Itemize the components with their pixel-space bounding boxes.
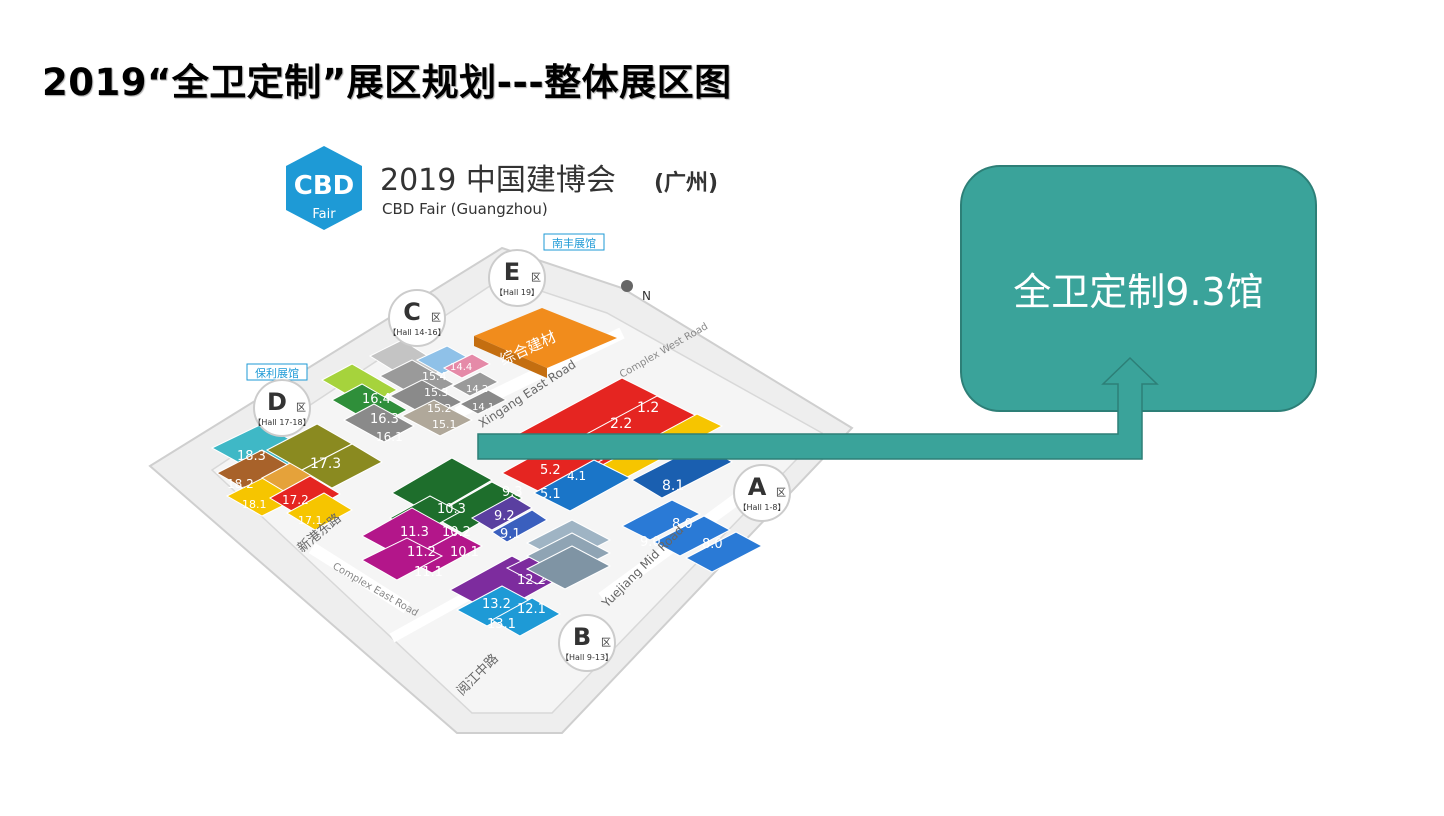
hall-label: 4.1: [567, 469, 586, 483]
hall-stack: [525, 545, 612, 590]
logo-sub: Fair: [312, 207, 336, 222]
hall-label: 11.3: [400, 525, 429, 540]
zone-qu: 区: [296, 402, 306, 414]
hall-label: 2.2: [610, 416, 632, 432]
hall-label: 9.0: [640, 535, 661, 550]
zone-letter: B: [573, 623, 591, 651]
hall-label: 17.2: [282, 493, 309, 507]
hall-label: 11.2: [407, 545, 436, 560]
zone-letter: A: [748, 473, 767, 501]
hall-label: 16.1: [376, 430, 403, 444]
hall-label: 12.1: [517, 602, 546, 617]
zone-halls: 【Hall 14-16】: [388, 328, 445, 337]
callout-text: 全卫定制9.3馆: [1013, 270, 1264, 314]
hall-label: 15.1: [432, 418, 457, 431]
hall-label: 18.2: [227, 477, 254, 491]
hall-label: 9.3: [502, 485, 523, 500]
callout-box: 全卫定制9.3馆: [960, 165, 1317, 412]
hall-label: 8.0: [702, 537, 723, 552]
venue-label-poly: 保利展馆: [255, 366, 299, 380]
slide-title: 2019“全卫定制”展区规划---整体展区图: [42, 61, 732, 104]
zone-qu: 区: [601, 637, 611, 649]
venue-badge-nanfeng: [543, 233, 605, 251]
road-line: [308, 542, 411, 614]
zone-halls: 【Hall 17-18】: [253, 418, 310, 427]
zone-qu: 区: [531, 272, 541, 284]
hall-label: 16.3: [370, 412, 399, 427]
hall-label: 1.2: [637, 400, 659, 416]
hall-label: 17.3: [310, 456, 341, 472]
compass-label: N: [642, 289, 651, 303]
zone-qu: 区: [431, 312, 441, 324]
zone-badge-d: D 区 【Hall 17-18】: [253, 379, 311, 437]
hall-label: 15.4: [422, 370, 447, 383]
hall-label: 9.1: [500, 527, 521, 542]
zone-c-halls: [320, 339, 508, 443]
hall-label: 12.2: [517, 573, 546, 588]
hall-label: 18.1: [242, 498, 267, 511]
zone-halls: 【Hall 9-13】: [561, 653, 613, 662]
zone-letter: C: [403, 298, 421, 326]
hall-label: 10.1: [450, 545, 479, 560]
hall-label: 9.2: [494, 509, 515, 524]
hall-label: 10.3: [437, 502, 466, 517]
hall-label: 8.1: [662, 478, 684, 494]
zone-badge-b: B 区 【Hall 9-13】: [558, 614, 616, 672]
zone-letter: E: [504, 258, 520, 286]
hall-label: 13.2: [482, 597, 511, 612]
zone-badge-a: A 区 【Hall 1-8】: [733, 464, 791, 522]
hall-label: 17.1: [298, 514, 323, 527]
fair-city: (广州): [654, 170, 718, 196]
hall-label: 16.4: [362, 392, 391, 407]
hall-label: 5.2: [540, 463, 561, 478]
hall-label: 15.3: [424, 386, 449, 399]
hall-label: 14.4: [450, 362, 472, 373]
hall-label: 8.0: [672, 517, 693, 532]
logo-abbr: CBD: [294, 171, 354, 201]
zone-d-halls: [210, 423, 384, 531]
fair-subtitle: CBD Fair (Guangzhou): [382, 200, 548, 218]
zone-halls: 【Hall 19】: [495, 288, 539, 297]
exhibition-map: CBD Fair 2019 中国建博会 (广州) CBD Fair (Guang…: [148, 146, 854, 734]
fair-title: 2019 中国建博会: [380, 163, 616, 198]
hall-e-block: [474, 308, 617, 368]
hall-label: 14.2: [466, 384, 488, 395]
zone-qu: 区: [776, 487, 786, 499]
hall-label: 11.1: [414, 565, 443, 580]
venue-label-nanfeng: 南丰展馆: [552, 236, 596, 250]
compass-icon: [621, 280, 633, 292]
hall-label: 10.2: [442, 525, 471, 540]
hall-label: 13.1: [487, 617, 516, 632]
zone-badge-c: C 区 【Hall 14-16】: [388, 289, 446, 347]
zone-badge-e: E 区 【Hall 19】: [488, 249, 546, 307]
cbd-fair-logo: CBD Fair: [286, 146, 362, 230]
hall-label: 18.3: [237, 449, 266, 464]
zone-halls: 【Hall 1-8】: [739, 503, 786, 512]
hall-label: 15.2: [427, 402, 452, 415]
zone-letter: D: [267, 388, 287, 416]
hall-label: 5.1: [540, 487, 561, 502]
